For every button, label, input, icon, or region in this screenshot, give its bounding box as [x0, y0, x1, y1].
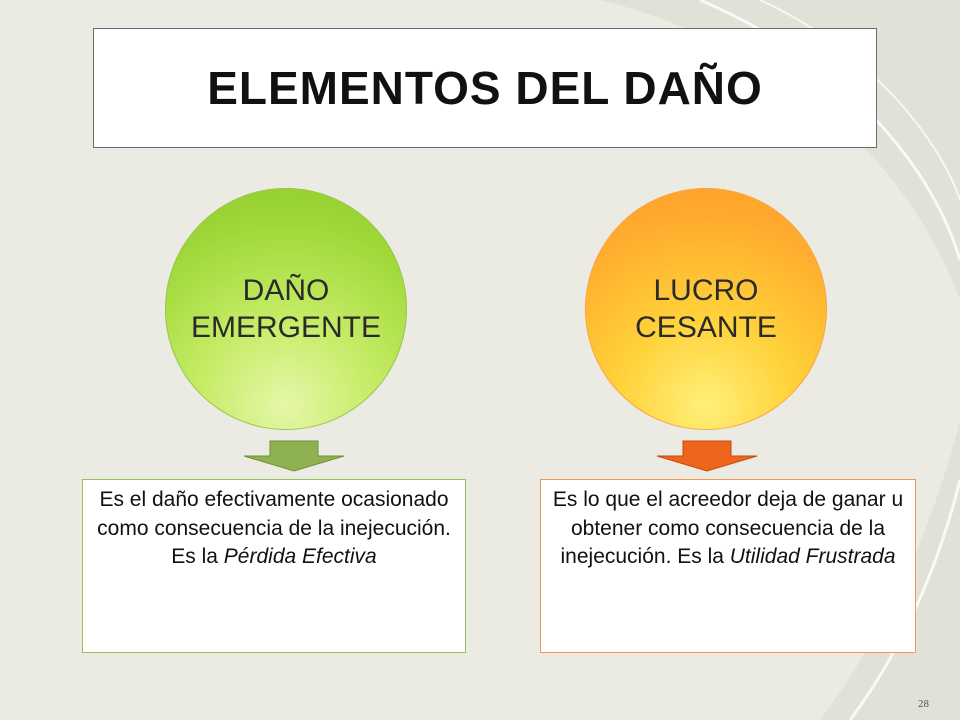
circle-lucro-cesante: LUCRO CESANTE [585, 188, 827, 430]
description-lucro-cesante: Es lo que el acreedor deja de ganar u ob… [540, 479, 916, 653]
description-text: Es lo que el acreedor deja de ganar u ob… [552, 488, 904, 569]
circle-label-line1: LUCRO [653, 273, 759, 307]
title-box: ELEMENTOS DEL DAÑO [93, 28, 877, 148]
circle-label-line2: CESANTE [635, 311, 777, 344]
description-text: Es el daño efectivamente ocasionado como… [97, 488, 451, 569]
description-emphasis: Utilidad Frustrada [729, 545, 896, 569]
page-number: 28 [918, 698, 929, 710]
circle-label-line2: EMERGENTE [190, 311, 382, 344]
circle-dano-emergente: DAÑO EMERGENTE [165, 188, 407, 430]
description-dano-emergente: Es el daño efectivamente ocasionado como… [82, 479, 466, 653]
down-arrow-icon [243, 440, 345, 472]
down-arrow-icon [656, 440, 758, 472]
circle-label-line1: DAÑO [242, 273, 330, 307]
page-title: ELEMENTOS DEL DAÑO [207, 62, 763, 114]
description-emphasis: Pérdida Efectiva [223, 545, 377, 569]
circle-label: LUCRO CESANTE [606, 272, 806, 347]
circle-label: DAÑO EMERGENTE [186, 272, 386, 347]
